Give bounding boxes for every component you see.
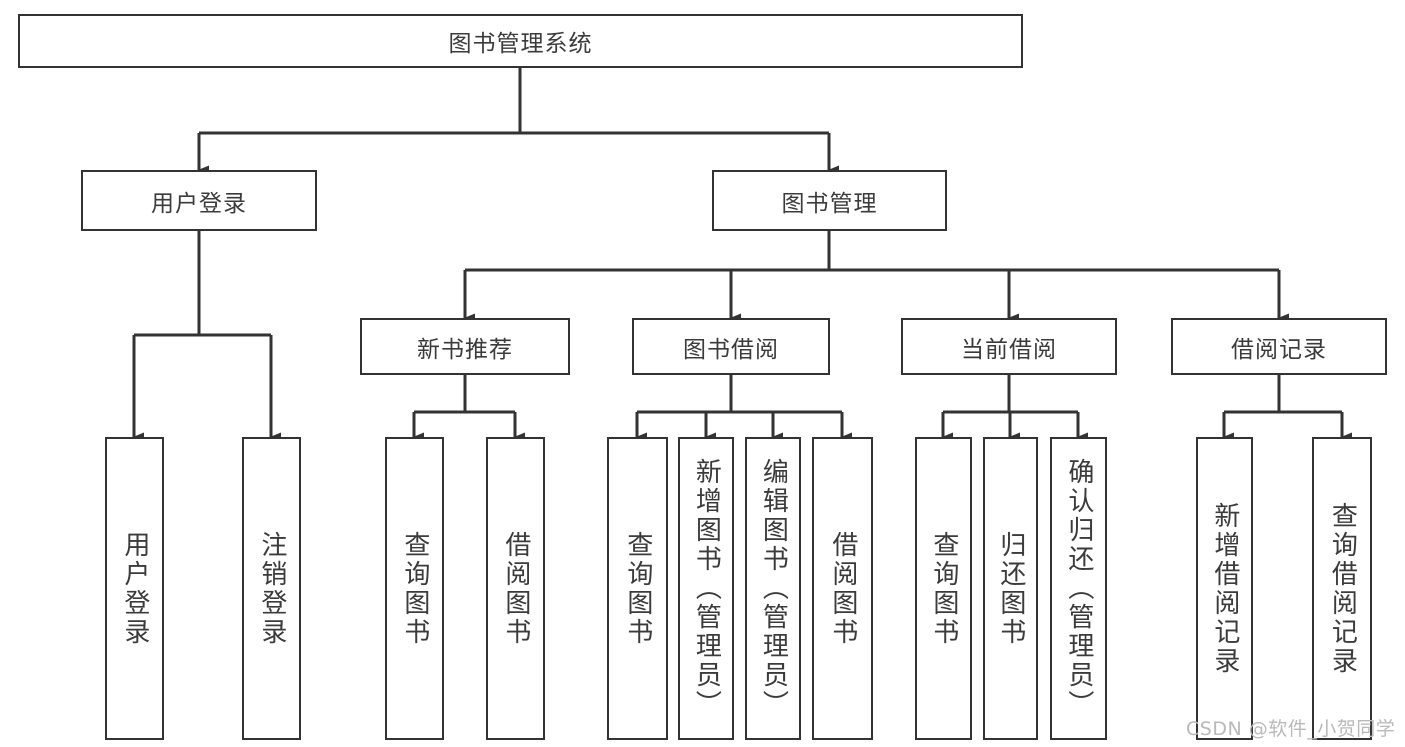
node-book-borrow-label: 图书借阅: [683, 336, 779, 363]
node-leaf-borrow-book-rec[interactable]: 借阅图书: [486, 437, 545, 740]
node-borrow-record-label: 借阅记录: [1231, 336, 1327, 363]
node-book-borrow[interactable]: 图书借阅: [632, 318, 830, 375]
node-leaf-borrow-book-label: 借阅图书: [827, 530, 858, 647]
node-leaf-logout[interactable]: 注销登录: [242, 437, 301, 740]
watermark: CSDN @软件_小贺同学: [1186, 718, 1396, 740]
node-leaf-return-book-label: 归还图书: [995, 530, 1026, 647]
node-borrow-record[interactable]: 借阅记录: [1171, 318, 1387, 375]
node-leaf-query-book-rec-label: 查询图书: [399, 530, 430, 647]
node-leaf-user-login[interactable]: 用户登录: [105, 437, 164, 740]
node-leaf-query-book-rec[interactable]: 查询图书: [385, 437, 444, 740]
node-leaf-add-borrow-record[interactable]: 新增借阅记录: [1196, 437, 1253, 740]
node-leaf-query-borrow-record[interactable]: 查询借阅记录: [1312, 437, 1372, 740]
node-leaf-borrow-book-rec-label: 借阅图书: [500, 530, 531, 647]
node-leaf-borrow-book[interactable]: 借阅图书: [812, 437, 873, 740]
node-new-book-recommend[interactable]: 新书推荐: [360, 318, 570, 375]
node-leaf-add-borrow-record-label: 新增借阅记录: [1209, 501, 1240, 676]
node-root[interactable]: 图书管理系统: [18, 14, 1023, 68]
node-leaf-confirm-return-admin[interactable]: 确认归还（管理员）: [1050, 437, 1107, 740]
node-book-manage[interactable]: 图书管理: [712, 170, 947, 231]
node-leaf-add-book-admin[interactable]: 新增图书（管理员）: [678, 437, 734, 740]
node-current-borrow[interactable]: 当前借阅: [901, 318, 1117, 375]
node-new-book-recommend-label: 新书推荐: [417, 336, 513, 363]
node-leaf-return-book[interactable]: 归还图书: [983, 437, 1038, 740]
node-leaf-user-login-label: 用户登录: [119, 530, 150, 647]
node-root-label: 图书管理系统: [448, 31, 593, 57]
node-leaf-logout-label: 注销登录: [256, 530, 287, 647]
connector-lines: [132, 68, 1352, 442]
node-leaf-query-book-borrow-label: 查询图书: [622, 530, 653, 647]
node-leaf-edit-book-admin-label: 编辑图书（管理员）: [758, 458, 789, 719]
node-leaf-edit-book-admin[interactable]: 编辑图书（管理员）: [745, 437, 801, 740]
node-leaf-add-book-admin-label: 新增图书（管理员）: [691, 458, 722, 719]
node-current-borrow-label: 当前借阅: [961, 336, 1057, 363]
node-leaf-query-borrow-record-label: 查询借阅记录: [1327, 501, 1358, 676]
node-leaf-confirm-return-admin-label: 确认归还（管理员）: [1063, 458, 1094, 719]
node-user-login[interactable]: 用户登录: [81, 170, 317, 231]
node-leaf-query-book-current[interactable]: 查询图书: [915, 437, 972, 740]
node-book-manage-label: 图书管理: [781, 190, 878, 217]
node-leaf-query-book-borrow[interactable]: 查询图书: [607, 437, 668, 740]
node-user-login-label: 用户登录: [151, 190, 247, 217]
node-leaf-query-book-current-label: 查询图书: [928, 530, 959, 647]
